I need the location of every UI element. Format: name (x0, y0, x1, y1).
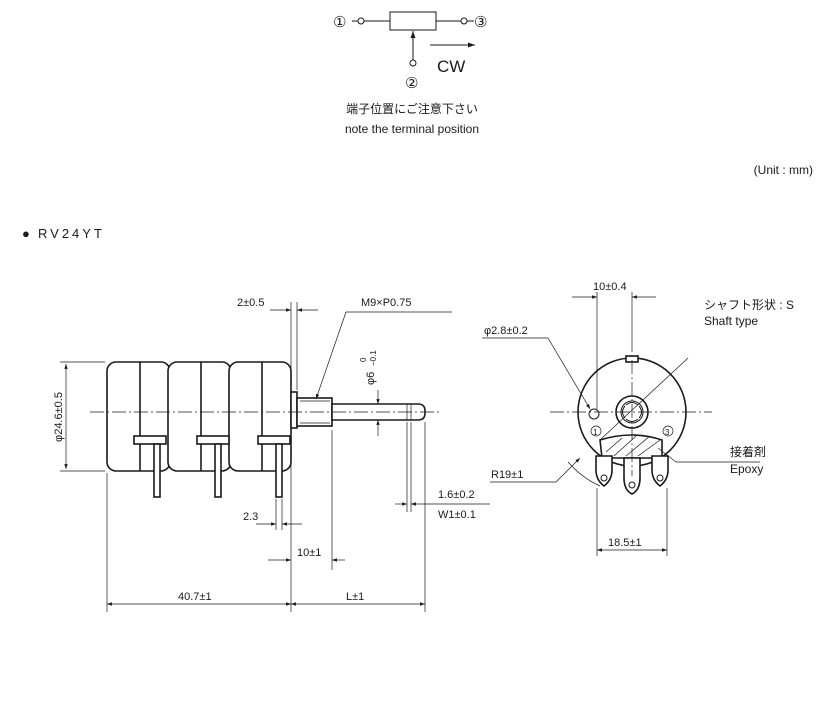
flange (290, 391, 298, 429)
terminal-2-node (409, 59, 417, 67)
terminal-tab-2 (196, 435, 230, 445)
cw-label: CW (437, 57, 465, 76)
terminal-note-en: note the terminal position (345, 122, 479, 136)
model-name: RV24YT (38, 226, 105, 241)
side-view: 2±0.5 M9×P0.75 φ24.6±0.5 φ6 0 −0.1 2.3 1… (53, 297, 490, 612)
resistor-element (389, 11, 437, 31)
front-term-mark-3: 3 (665, 428, 670, 437)
dim-flange-text: 2±0.5 (237, 297, 264, 309)
terminal-pin-3 (275, 443, 283, 498)
terminal-pin-2 (214, 443, 222, 498)
terminal-lug-1 (595, 455, 613, 488)
dim-flat-text-2: W1±0.1 (438, 509, 476, 521)
dim-bottom-text: 18.5±1 (608, 537, 642, 549)
dim-pin-text: 2.3 (243, 511, 258, 523)
dim-shaft-tol-upper: 0 (359, 357, 368, 362)
front-term-mark-1: 1 (593, 428, 598, 437)
locating-hole (588, 408, 600, 420)
dim-radius-text: R19±1 (491, 469, 523, 481)
dim-shaft-tol-lower: −0.1 (369, 350, 378, 366)
model-bullet: ● (22, 226, 30, 241)
terminal-3-node (460, 17, 468, 25)
terminal-note-ja: 端子位置にご注意下さい (346, 101, 478, 116)
terminal-pin-1 (153, 443, 161, 498)
dim-hole-text: φ2.8±0.2 (484, 325, 528, 337)
epoxy-ja: 接着剤 (730, 444, 766, 459)
terminal-lug-3 (651, 455, 669, 488)
dim-top-text: 10±0.4 (593, 281, 627, 293)
shaft-type-en: Shaft type (704, 314, 758, 328)
terminal-3-label: ③ (474, 14, 487, 31)
epoxy-base (599, 434, 663, 459)
dim-shaft-dia-text: φ6 (365, 372, 377, 385)
circuit-schematic: ① ③ ② CW 端子位置にご注意下さい note the terminal p… (333, 11, 487, 136)
dim-body-len-text: 40.7±1 (178, 591, 212, 603)
shaft-type-ja: シャフト形状 : S (704, 298, 794, 312)
unit-label: (Unit : mm) (754, 163, 813, 177)
front-view: 1 3 10±0.4 シャフト形状 : S Shaft type φ2.8±0.… (482, 281, 794, 556)
dim-body-dia-text: φ24.6±0.5 (53, 392, 65, 442)
dim-shaft-len-text: L±1 (346, 591, 364, 603)
terminal-tab-1 (133, 435, 167, 445)
terminal-1-node (357, 17, 365, 25)
dim-flat-text-1: 1.6±0.2 (438, 489, 475, 501)
terminal-tab-3 (257, 435, 291, 445)
dim-bush-text: 10±1 (297, 547, 321, 559)
terminal-1-label: ① (333, 14, 346, 31)
terminal-2-label: ② (405, 75, 418, 92)
epoxy-en: Epoxy (730, 462, 763, 476)
dim-thread-text: M9×P0.75 (361, 297, 411, 309)
